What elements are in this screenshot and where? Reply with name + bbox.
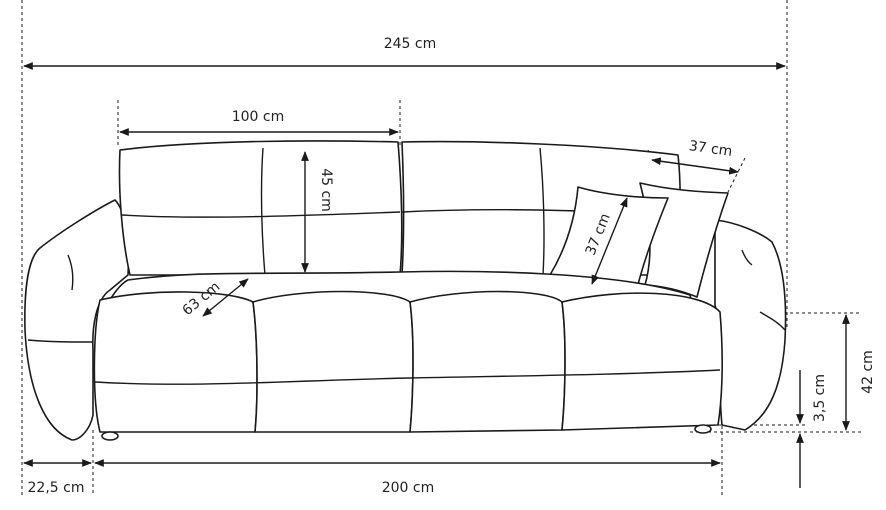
sofa-leg-left [101,431,119,441]
seat-cushion-2 [252,290,414,433]
left-armrest [24,199,130,441]
label-arm-width: 22,5 cm [28,480,85,496]
seat-cushion-3 [409,290,566,433]
label-seat-height: 42 cm [860,350,876,394]
sofa-drawing [24,140,787,441]
right-armrest [714,219,787,431]
sofa-leg-right [694,424,712,434]
seat-cushion-1 [93,291,258,433]
back-cushion-left [118,140,403,276]
seat-cushion-4 [561,292,723,431]
dimension-arrows [23,62,850,488]
label-back-cushion-width: 100 cm [232,109,285,125]
label-total-width: 245 cm [384,36,437,52]
label-back-cushion-height: 45 cm [318,168,334,212]
label-pillow-depth: 37 cm [688,138,733,160]
label-leg-height: 3,5 cm [812,374,828,422]
label-seat-width: 200 cm [382,480,435,496]
guide-lines [21,0,862,495]
